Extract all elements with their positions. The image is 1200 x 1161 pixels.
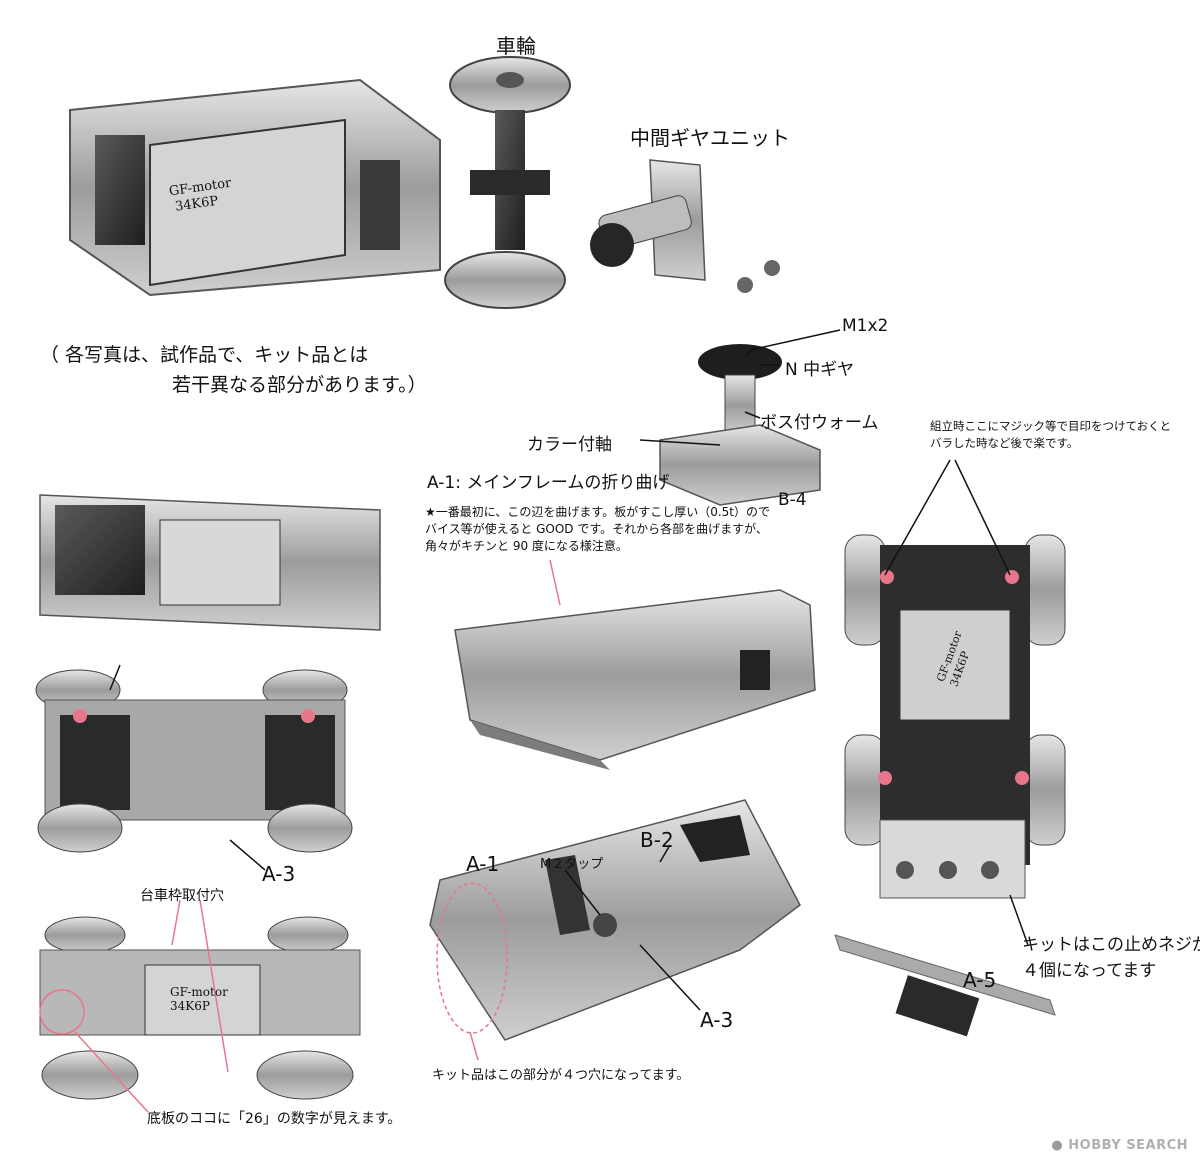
a1-desc-line1: ★一番最初に、この辺を曲げます。板がすこし厚い（0.5t）ので	[425, 505, 770, 519]
kit-screws-line1: キットはこの止めネジが	[1022, 935, 1200, 955]
motor-print-bottom: GF-motor 34K6P	[170, 985, 228, 1013]
a1-description: ★一番最初に、この辺を曲げます。板がすこし厚い（0.5t）ので バイス等が使える…	[425, 504, 770, 555]
gear-stack-photo	[659, 344, 821, 506]
wheel-label: 車輪	[496, 34, 536, 58]
truck-frame-hole-label: 台車枠取付穴	[140, 888, 224, 904]
a3-right-label: A-3	[700, 1008, 734, 1032]
b4-label: B-4	[778, 490, 807, 510]
leader-lines	[109, 329, 1029, 1011]
main-frame-photo	[454, 589, 816, 770]
wheel-set-photo	[444, 56, 571, 309]
kit-screws-line2: ４個になってます	[1022, 961, 1157, 981]
m2-tap-label: M２タップ	[540, 857, 604, 872]
watermark-text: HOBBY SEARCH	[1068, 1138, 1188, 1153]
a1-desc-line2: バイス等が使えると GOOD です。それから各部を曲げますが、	[425, 522, 768, 536]
chassis-wheels-photo	[35, 669, 353, 853]
a1-desc-line3: 角々がキチンと 90 度になる様注意。	[425, 539, 628, 553]
base-26-note: 底板のココに「26」の数字が見えます。	[147, 1111, 402, 1127]
boss-worm-label: ボス付ウォーム	[760, 413, 879, 433]
a3-left-label: A-3	[262, 862, 296, 886]
intermediate-gear-photo	[590, 159, 780, 293]
base-26-highlight	[39, 989, 85, 1035]
watermark: ● HOBBY SEARCH	[1051, 1138, 1188, 1153]
chassis-side-photo	[39, 494, 381, 631]
motor-print-line1: GF-motor	[170, 985, 228, 999]
a1-title: A-1: メインフレームの折り曲げ	[427, 473, 670, 493]
marker-tip-line1: 組立時ここにマジック等で目印をつけておくと	[930, 419, 1172, 433]
m1x2-label: M1x2	[842, 316, 889, 336]
intermediate-gear-unit-label: 中間ギヤユニット	[630, 126, 790, 150]
frame-perspective-photo	[429, 799, 801, 1041]
n-middle-gear-label: N 中ギヤ	[785, 360, 855, 380]
marker-tip-line2: バラした時など後で楽です。	[930, 436, 1079, 450]
note-line-1: （ 各写真は、試作品で、キット品とは	[40, 344, 369, 366]
b2-label: B-2	[640, 828, 674, 852]
pink-leader-lines	[74, 559, 561, 1113]
motor-chassis-photo	[69, 78, 441, 297]
hobby-search-logo-icon: ●	[1051, 1138, 1064, 1153]
motor-print-line2: 34K6P	[170, 999, 210, 1013]
a1-frame-label: A-1	[466, 852, 500, 876]
kit-four-holes-note: キット品はこの部分が４つ穴になってます。	[432, 1068, 690, 1083]
chassis-bottom-photo	[39, 916, 361, 1100]
marker-tip: 組立時ここにマジック等で目印をつけておくと バラした時など後で楽です。	[930, 418, 1171, 452]
note-line-2: 若干異なる部分があります。）	[172, 374, 427, 396]
kit-screws-note: キットはこの止めネジが ４個になってます	[1022, 932, 1200, 984]
chassis-top-photo	[844, 534, 1066, 899]
collar-shaft-label: カラー付軸	[527, 435, 612, 455]
a5-label: A-5	[963, 968, 997, 992]
a5-part-photo	[834, 934, 1056, 1037]
